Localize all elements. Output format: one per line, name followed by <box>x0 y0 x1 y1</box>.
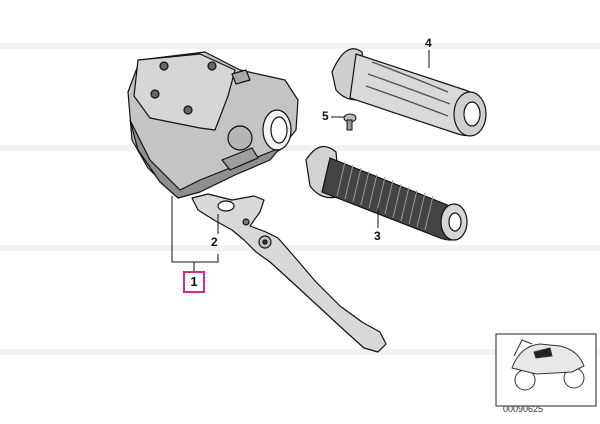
callout-part-1[interactable]: 1 <box>183 271 205 293</box>
brake-cylinder-housing <box>127 51 299 199</box>
screw-shank <box>346 119 353 131</box>
housing-top-bolt <box>231 69 251 85</box>
housing-lower-shade <box>129 119 281 199</box>
thumb-fairing <box>511 343 585 375</box>
lever-pin-center <box>262 239 268 245</box>
cap-screw-tl <box>159 61 169 71</box>
lever-adjust-screw <box>242 218 250 226</box>
thumbnail-caption: 00090625 <box>503 404 544 414</box>
rubber-grip <box>305 145 468 241</box>
callout-part-2[interactable]: 2 <box>211 235 218 249</box>
cap-screw-bl <box>150 89 160 99</box>
brake-lever <box>191 193 387 353</box>
housing-cap <box>133 53 236 131</box>
lever-outline <box>191 193 387 353</box>
leader-1-bracket <box>171 196 219 263</box>
thumb-highlight <box>533 347 553 359</box>
screw <box>343 113 357 131</box>
grip4-end-hole <box>463 101 481 127</box>
leader-lines <box>171 50 430 271</box>
cap-screw-br <box>183 105 193 115</box>
callout-part-4[interactable]: 4 <box>425 36 432 50</box>
callout-part-5[interactable]: 5 <box>322 109 329 123</box>
thumb-windshield <box>513 339 533 357</box>
thumbnail-box <box>495 333 597 407</box>
lever-pivot-hole <box>217 200 235 212</box>
cap-screw-tr <box>207 61 217 71</box>
watermark-bands <box>0 43 600 355</box>
pivot-boss <box>227 125 253 151</box>
callout-part-3[interactable]: 3 <box>374 229 381 243</box>
handlebar-grip <box>331 48 487 137</box>
grip-ribs <box>336 161 434 231</box>
clamp-bore-inner <box>270 116 288 144</box>
grip-end-hole <box>448 212 462 232</box>
thumbnail-motorcycle <box>511 339 585 391</box>
lever-adjuster <box>221 147 259 171</box>
grip4-grooves <box>365 61 451 117</box>
